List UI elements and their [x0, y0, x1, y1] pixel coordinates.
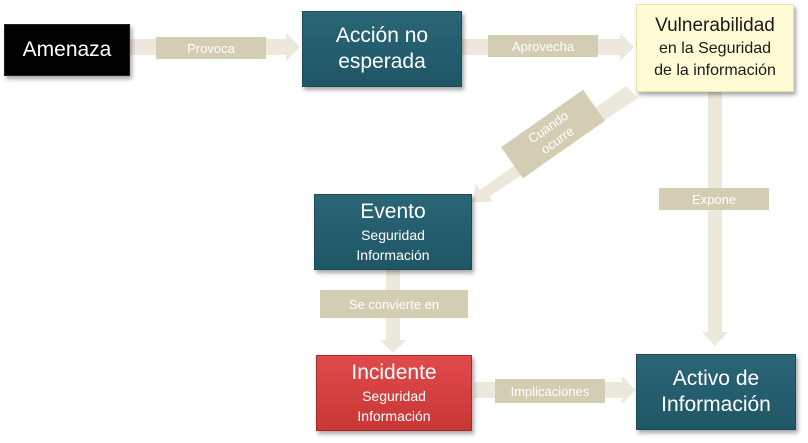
- edge-label-aprovecha: Aprovecha: [488, 35, 598, 57]
- edge-label-expone: Expone: [659, 188, 769, 210]
- edge-label-se-convierte-en: Se convierte en: [320, 290, 468, 318]
- node-accion-no-esperada: Acción no esperada: [302, 11, 462, 87]
- node-incidente: Incidente Seguridad Información: [316, 355, 472, 431]
- node-evento-title: Evento: [360, 200, 426, 223]
- arrow-expone: [702, 92, 728, 346]
- node-vulnerabilidad: Vulnerabilidad en la Seguridad de la inf…: [636, 4, 794, 92]
- edge-label-implicaciones: Implicaciones: [495, 379, 605, 403]
- node-accion-line2: esperada: [338, 50, 426, 73]
- node-amenaza-label: Amenaza: [22, 38, 112, 61]
- node-accion-line1: Acción no: [335, 24, 429, 47]
- node-amenaza: Amenaza: [4, 24, 130, 76]
- node-evento: Evento Seguridad Información: [314, 194, 472, 270]
- node-vulnerabilidad-line3: de la información: [654, 62, 776, 79]
- node-vulnerabilidad-title: Vulnerabilidad: [655, 15, 775, 36]
- node-vulnerabilidad-line2: en la Seguridad: [658, 40, 772, 57]
- node-incidente-sub2: Información: [357, 408, 431, 424]
- edge-label-provoca: Provoca: [156, 37, 266, 59]
- node-incidente-title: Incidente: [351, 361, 437, 384]
- node-incidente-sub1: Seguridad: [362, 388, 426, 404]
- node-activo-line2: Información: [661, 393, 771, 416]
- node-activo-de-informacion: Activo de Información: [636, 354, 796, 430]
- node-evento-sub2: Información: [356, 247, 430, 263]
- node-evento-sub1: Seguridad: [361, 227, 425, 243]
- node-activo-line1: Activo de: [672, 367, 760, 390]
